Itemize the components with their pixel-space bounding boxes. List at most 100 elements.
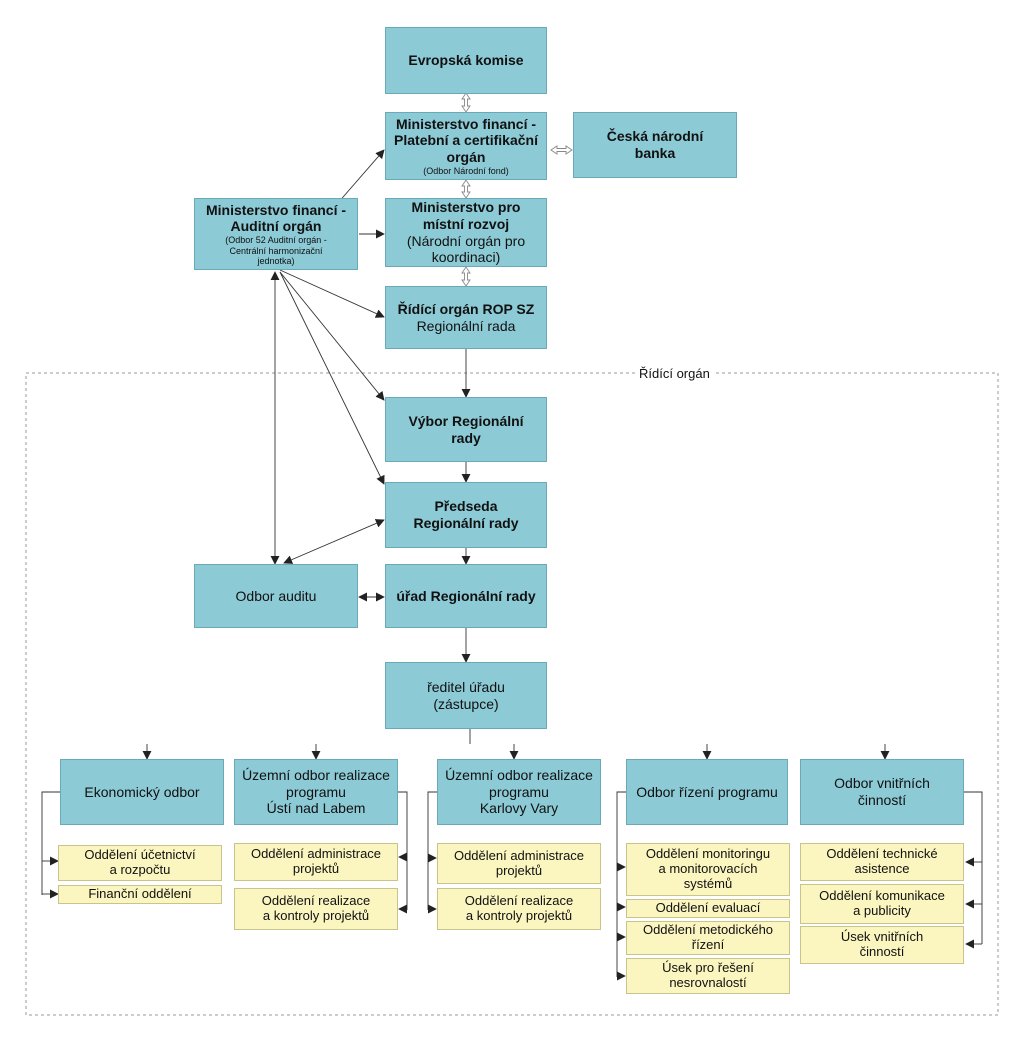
unit-line: Úsek pro řešení bbox=[662, 960, 754, 976]
double-arrow-ec-mfpco bbox=[461, 92, 471, 113]
unit-usek-vnitrnich: Úsek vnitřních činností bbox=[800, 926, 964, 964]
box-line: Ministerstvo financí - bbox=[395, 115, 537, 132]
unit-line: Oddělení komunikace bbox=[819, 888, 945, 904]
unit-line: Úsek vnitřních bbox=[840, 929, 924, 945]
box-line: Řídící orgán ROP SZ bbox=[397, 300, 535, 317]
box-line: programu bbox=[489, 783, 549, 800]
box-line: koordinaci) bbox=[431, 249, 501, 266]
box-line: činností bbox=[857, 792, 907, 808]
unit-line: řízení bbox=[691, 937, 725, 952]
box-line: Česká národní bbox=[606, 128, 704, 145]
box-line: Územní odbor realizace bbox=[445, 766, 593, 783]
unit-line: Oddělení metodického bbox=[642, 922, 774, 938]
unit-line: Oddělení administrace bbox=[250, 846, 382, 862]
unit-oddeleni-ucetnictvi: Oddělení účetnictví a rozpočtu bbox=[58, 845, 222, 881]
box-subline: jednotka) bbox=[257, 255, 295, 266]
box-line: Karlovy Vary bbox=[479, 800, 559, 817]
connectors bbox=[41, 92, 983, 981]
box-mf-platebni-organ: Ministerstvo financí - Platební a certif… bbox=[385, 112, 547, 180]
box-line: ředitel úřadu bbox=[427, 678, 505, 695]
box-line: Odbor řízení programu bbox=[636, 783, 778, 800]
unit-line: a rozpočtu bbox=[109, 862, 171, 877]
arrow-audit-rop bbox=[279, 269, 385, 318]
box-line: Ministerstvo pro bbox=[411, 198, 521, 215]
unit-komunikace: Oddělení komunikace a publicity bbox=[800, 884, 964, 924]
unit-usti-realizace: Oddělení realizace a kontroly projektů bbox=[234, 888, 398, 930]
box-line: Auditní orgán bbox=[230, 218, 322, 235]
box-line: programu bbox=[286, 783, 346, 800]
unit-line: asistence bbox=[854, 861, 910, 876]
box-reditel-uradu: ředitel úřadu (zástupce) bbox=[385, 662, 547, 729]
box-evropska-komise: Evropská komise bbox=[385, 27, 547, 94]
unit-financni-oddeleni: Finanční oddělení bbox=[58, 885, 222, 904]
unit-line: a kontroly projektů bbox=[465, 908, 573, 923]
unit-line: projektů bbox=[292, 861, 340, 876]
unit-line: a monitorovacích bbox=[658, 861, 758, 877]
box-line: Územní odbor realizace bbox=[242, 766, 390, 783]
unit-kv-administrace: Oddělení administrace projektů bbox=[437, 843, 601, 884]
double-arrow-mfpco-mmr bbox=[461, 179, 471, 199]
arrow-audit-mfpco bbox=[336, 149, 385, 205]
box-line: Ministerstvo financí - bbox=[205, 201, 347, 218]
box-subline: Centrální harmonizační bbox=[229, 245, 323, 256]
box-line: (Národní orgán pro bbox=[406, 232, 526, 249]
box-line: Odbor vnitřních bbox=[834, 775, 930, 792]
unit-nesrovnalosti: Úsek pro řešení nesrovnalostí bbox=[626, 958, 790, 994]
box-line: Ústí nad Labem bbox=[266, 800, 366, 817]
unit-line: a kontroly projektů bbox=[262, 908, 370, 923]
box-uzemni-odbor-usti: Územní odbor realizace programu Ústí nad… bbox=[234, 759, 398, 825]
arrow-predseda-odbor-auditu bbox=[283, 519, 385, 564]
bracket-vnitrni bbox=[964, 791, 983, 944]
box-line: Platební a certifikační bbox=[394, 132, 538, 149]
unit-line: nesrovnalostí bbox=[669, 975, 747, 990]
box-subline: (Odbor 52 Auditní orgán - bbox=[225, 235, 327, 246]
unit-line: Oddělení evaluací bbox=[655, 900, 761, 916]
box-line: Regionální rady bbox=[413, 515, 519, 531]
box-line: (zástupce) bbox=[433, 695, 499, 712]
box-ridici-organ-rop: Řídící orgán ROP SZ Regionální rada bbox=[385, 286, 547, 349]
unit-line: projektů bbox=[495, 862, 543, 878]
unit-line: Oddělení administrace bbox=[453, 847, 585, 863]
box-line: Předseda bbox=[434, 498, 498, 515]
box-odbor-auditu: Odbor auditu bbox=[194, 564, 358, 628]
box-odbor-rizeni-programu: Odbor řízení programu bbox=[626, 759, 788, 825]
box-line: Regionální rada bbox=[416, 317, 516, 334]
double-arrow-mmr-rop bbox=[461, 266, 471, 287]
box-vybor-regionalni-rady: Výbor Regionální rady bbox=[385, 397, 547, 462]
box-mf-auditni-organ: Ministerstvo financí - Auditní orgán (Od… bbox=[194, 198, 358, 270]
unit-line: Finanční oddělení bbox=[88, 886, 192, 902]
unit-line: Oddělení realizace bbox=[261, 893, 371, 909]
bracket-kv bbox=[427, 791, 437, 910]
box-predseda: Předseda Regionální rady bbox=[385, 482, 547, 548]
bracket-usti bbox=[398, 791, 408, 910]
box-line: rady bbox=[451, 429, 481, 446]
box-urad-regionalni-rady: úřad Regionální rady bbox=[385, 564, 547, 628]
box-line: Výbor Regionální bbox=[408, 412, 524, 429]
box-subline: (Odbor Národní fond) bbox=[423, 166, 509, 177]
box-line: úřad Regionální rady bbox=[396, 587, 536, 604]
box-line: orgán bbox=[446, 149, 486, 166]
box-odbor-vnitrnich-cinnosti: Odbor vnitřních činností bbox=[800, 759, 964, 825]
bracket-rizeni bbox=[616, 791, 626, 977]
unit-monitoring: Oddělení monitoringu a monitorovacích sy… bbox=[626, 843, 790, 896]
unit-line: systémů bbox=[683, 875, 733, 891]
arrow-audit-predseda bbox=[279, 271, 385, 485]
arrow-audit-vybor bbox=[279, 271, 385, 401]
box-uzemni-odbor-kv: Územní odbor realizace programu Karlovy … bbox=[437, 759, 601, 825]
box-mmr: Ministerstvo pro místní rozvoj (Národní … bbox=[385, 198, 547, 267]
unit-line: a publicity bbox=[853, 903, 911, 918]
unit-usti-administrace: Oddělení administrace projektů bbox=[234, 843, 398, 881]
unit-line: Oddělení účetnictví bbox=[84, 847, 196, 863]
unit-technicka-asistence: Oddělení technické asistence bbox=[800, 843, 964, 881]
managing-authority-frame bbox=[25, 372, 999, 1016]
unit-line: Oddělení realizace bbox=[464, 893, 574, 909]
unit-line: Oddělení monitoringu bbox=[645, 846, 771, 862]
frame-label: Řídící orgán bbox=[636, 365, 713, 383]
unit-line: činností bbox=[859, 944, 905, 959]
box-ekonomicky-odbor: Ekonomický odbor bbox=[60, 759, 224, 825]
box-ceska-narodni-banka: Česká národní banka bbox=[573, 112, 737, 178]
unit-evaluace: Oddělení evaluací bbox=[626, 899, 790, 918]
box-line: místní rozvoj bbox=[422, 215, 510, 232]
unit-metodicke-rizeni: Oddělení metodického řízení bbox=[626, 921, 790, 955]
